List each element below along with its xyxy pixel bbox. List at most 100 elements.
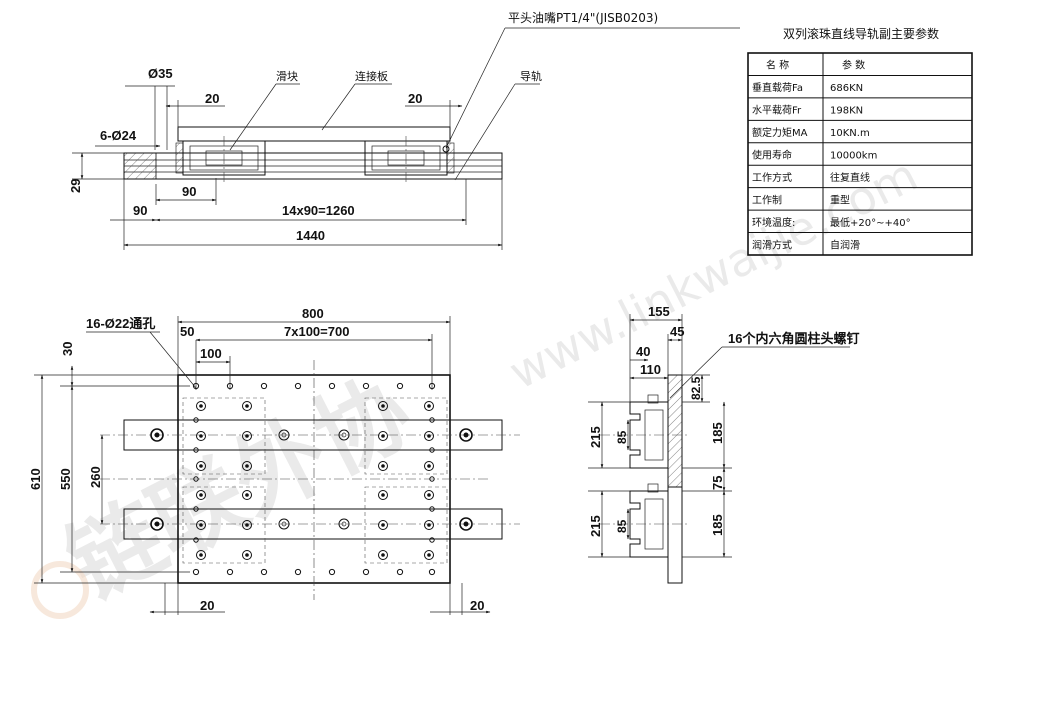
mount-hole [260,568,268,576]
bolt-hole-center [245,493,249,497]
rail-end-bolt-center [463,432,469,438]
bolt-hole [378,520,388,530]
bolt-hole [242,431,252,441]
table-header-value: 参 数 [842,59,865,72]
connecting-plate [177,126,451,142]
dim-110: 110 [640,362,661,377]
table-cell-value: 686KN [830,83,863,94]
table-header-name: 名 称 [766,59,789,72]
dim-610: 610 [28,468,43,490]
bolt-hole [424,520,434,530]
bolt-hole [424,490,434,500]
dim-800: 800 [302,306,324,321]
bolt-hole-center [381,493,385,497]
bolt-hole [242,490,252,500]
mount-hole [260,382,268,390]
dim-29: 29 [68,179,83,193]
dim-215-bottom: 215 [588,515,603,537]
bolt-hole-center [245,434,249,438]
watermark-brand: 链联外协 [51,357,427,619]
bolt-hole-center [427,434,431,438]
bolt-hole [378,431,388,441]
dim-30: 30 [60,342,75,356]
dim-185-bottom: 185 [710,514,725,536]
bolt-hole-center [381,404,385,408]
mount-hole [328,568,336,576]
mount-hole [294,568,302,576]
bolt-hole-center [381,464,385,468]
bolt-hole [424,461,434,471]
bolt-hole [424,550,434,560]
bolt-hole-center [381,434,385,438]
bolt-hole [196,550,206,560]
dim-185-top: 185 [710,422,725,444]
bolt-hole [378,550,388,560]
table-cell-name: 工作方式 [752,171,792,184]
dim-20-right-bottom: 20 [470,598,484,613]
side-hole [193,447,199,453]
rail-bolt-inner [341,521,347,527]
dim-90-left: 90 [133,203,147,218]
rail-bolt [338,518,350,530]
bolt-hole-center [381,553,385,557]
bolt-hole [196,401,206,411]
bolt-hole-center [199,493,203,497]
rail-end-bolt-center [463,521,469,527]
bolt-hole-center [427,493,431,497]
rail-end-bolt [459,517,473,531]
dim-90-inner: 90 [182,184,196,199]
dim-d35: Ø35 [148,66,173,81]
dim-40: 40 [636,344,650,359]
table-cell-value: 往复直线 [830,171,870,184]
rail-end-bolt-center [154,521,160,527]
table-cell-name: 环境温度: [752,216,795,229]
bolt-hole [424,431,434,441]
table-cell-name: 工作制 [752,193,782,206]
mount-hole [226,568,234,576]
table-cell-value: 自润滑 [830,238,860,251]
holes-label: 16-Ø22通孔 [86,316,155,331]
bolt-hole [196,520,206,530]
bolt-hole-center [427,404,431,408]
table-cell-name: 使用寿命 [752,148,792,161]
dim-50: 50 [180,324,194,339]
watermark-logo [31,561,89,619]
bolt-hole-center [381,523,385,527]
rail-bolt-inner [281,521,287,527]
table-cell-value: 最低+20°~+40° [830,216,911,229]
bolt-hole-center [427,553,431,557]
side-hole [193,537,199,543]
side-hole [193,417,199,423]
dim-20-left: 20 [205,91,219,106]
bolt-hole-center [427,464,431,468]
bolt-hole-center [245,464,249,468]
table-cell-name: 垂直载荷Fa [752,81,803,94]
table-cell-value: 10000km [830,150,877,161]
side-hole [429,476,435,482]
slider-right [364,136,455,182]
rail-bolt-inner [341,432,347,438]
bolt-hole [242,461,252,471]
dim-85-top: 85 [615,430,629,444]
plate-label: 连接板 [355,69,388,83]
mount-hole [396,568,404,576]
dim-260: 260 [88,466,103,488]
table-cell-name: 额定力矩MA [752,126,808,139]
mount-hole [192,568,200,576]
bolt-hole-center [199,553,203,557]
bolt-hole [378,461,388,471]
side-hole [193,506,199,512]
rail-end-bolt [459,428,473,442]
side-view: 16个内六角圆柱头螺钉 155 45 40 110 82.5 215 85 18… [588,304,859,584]
dim-82-5: 82.5 [689,376,703,400]
rail-label: 导轨 [520,69,542,83]
bolt-hole [196,431,206,441]
mount-hole [396,382,404,390]
rail-bolt [278,429,290,441]
table-cell-value: 198KN [830,106,863,117]
bolt-hole-center [245,553,249,557]
bolt-hole [242,520,252,530]
dim-pitch-1260: 14x90=1260 [282,203,355,218]
bolt-hole [424,401,434,411]
